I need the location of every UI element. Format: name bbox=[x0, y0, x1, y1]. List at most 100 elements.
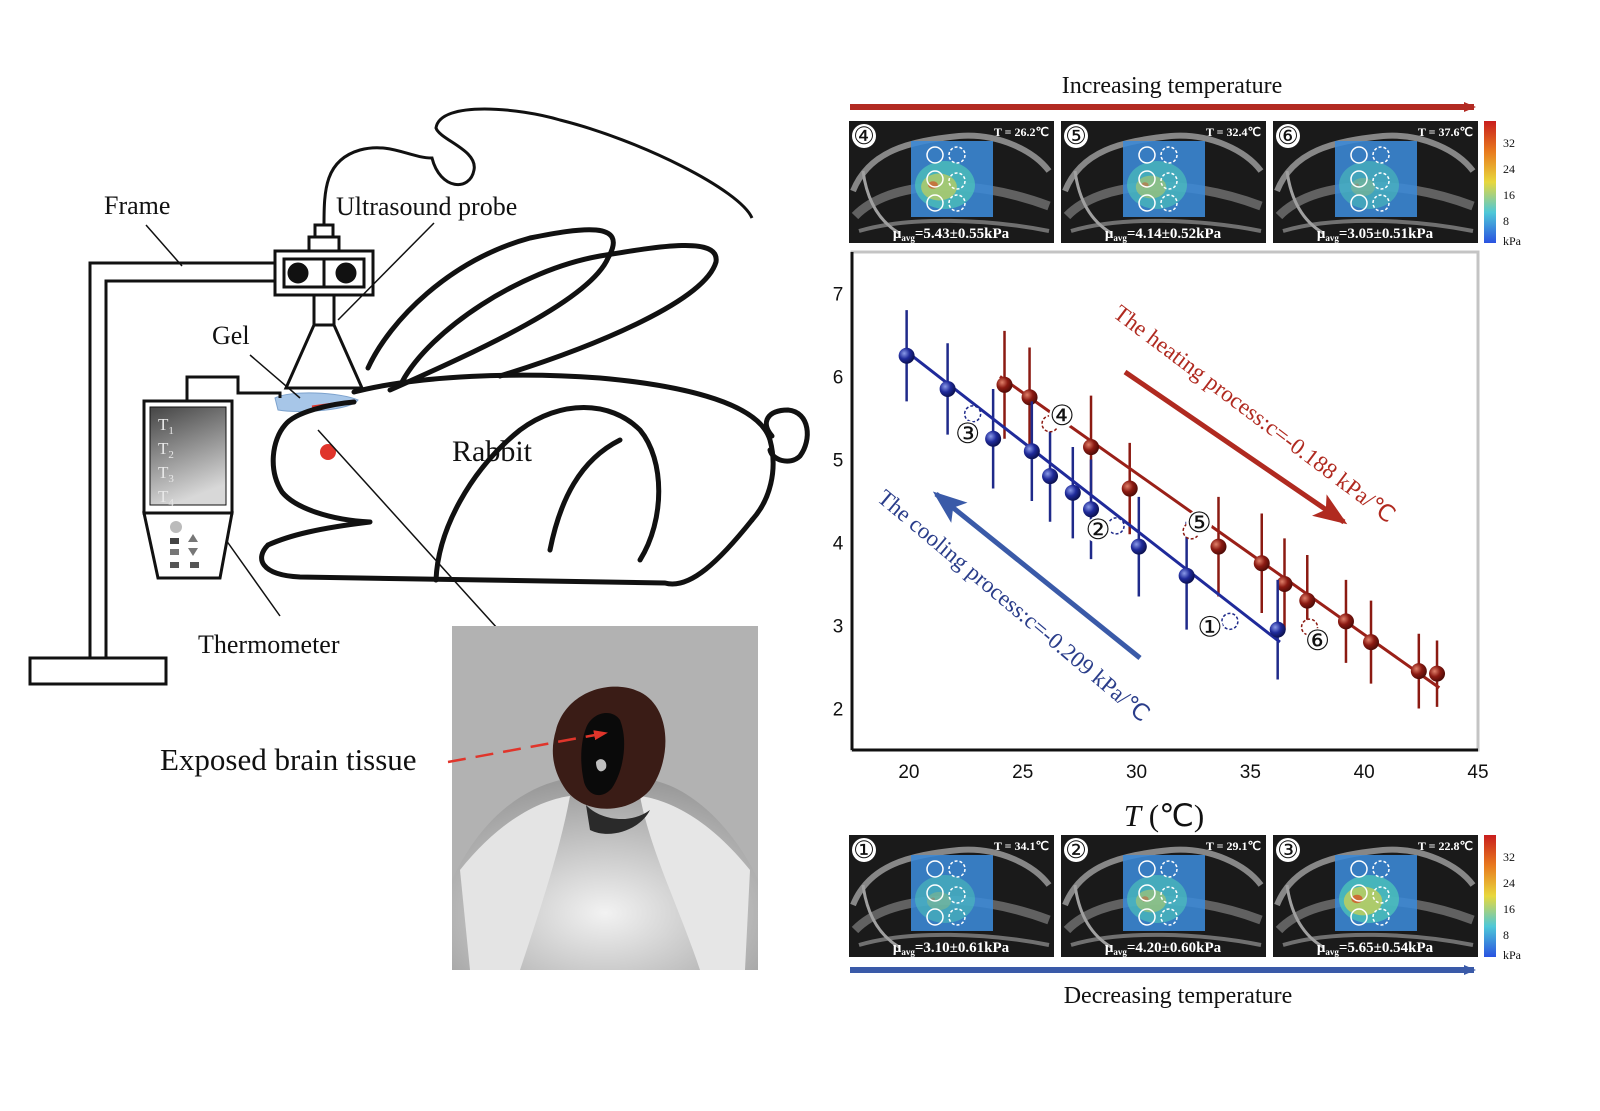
roi-circle bbox=[1350, 884, 1368, 902]
panel-marker: ① bbox=[853, 838, 875, 864]
increasing-temp-label: Increasing temperature bbox=[1062, 73, 1283, 99]
panel-mu-avg: μavg=5.43±0.55kPa bbox=[893, 226, 1010, 243]
state-marker-label: ② bbox=[1086, 515, 1111, 546]
elasto-blob bbox=[1135, 175, 1167, 199]
panel-marker-bg bbox=[1276, 124, 1300, 148]
panel-marker-bg bbox=[1064, 124, 1088, 148]
y-tick-label: 4 bbox=[833, 534, 844, 555]
roi-circle bbox=[926, 146, 944, 164]
data-point bbox=[1276, 576, 1293, 592]
data-point bbox=[1083, 439, 1100, 456]
y-tick-label: 6 bbox=[833, 368, 844, 389]
colorbar-tick-label: 8 bbox=[1503, 928, 1509, 942]
roi-circle bbox=[948, 908, 966, 926]
data-point bbox=[1210, 538, 1227, 555]
data-point bbox=[1021, 389, 1038, 406]
roi-circle bbox=[1350, 170, 1368, 188]
data-point bbox=[1121, 480, 1138, 497]
elasto-blob bbox=[1135, 889, 1167, 913]
top-colorbar: 32 24 16 8 kPa bbox=[1484, 121, 1522, 248]
elasto-blob bbox=[921, 173, 957, 201]
label-thermometer: Thermometer bbox=[198, 630, 340, 659]
y-tick-label: 5 bbox=[833, 451, 844, 472]
data-point bbox=[1299, 592, 1316, 609]
state-marker-bg bbox=[1196, 614, 1223, 641]
panel-mu-avg: μavg=3.10±0.61kPa bbox=[893, 940, 1010, 957]
data-point bbox=[1363, 634, 1380, 651]
roi-circle bbox=[948, 194, 966, 212]
chart-x-label: T (℃) bbox=[1124, 798, 1204, 833]
panel-temperature: T = 29.1℃ bbox=[1206, 839, 1261, 853]
series-heating bbox=[996, 330, 1446, 709]
roi-circle bbox=[1350, 146, 1368, 164]
colorbar-tick-label: 32 bbox=[1503, 136, 1515, 150]
roi-circle bbox=[1138, 908, 1156, 926]
panel-temperature: T = 32.4℃ bbox=[1206, 125, 1261, 139]
decreasing-temp-label: Decreasing temperature bbox=[1064, 983, 1293, 1009]
state-marker-point bbox=[1107, 517, 1125, 535]
fit-line-cooling bbox=[905, 350, 1281, 644]
roi-circle bbox=[1138, 170, 1156, 188]
state-marker-bg bbox=[1085, 516, 1112, 543]
roi-circle bbox=[1138, 884, 1156, 902]
data-point bbox=[1337, 613, 1354, 630]
roi-circle bbox=[1372, 860, 1390, 878]
rabbit-outline bbox=[259, 227, 810, 587]
data-point bbox=[898, 347, 915, 364]
colorbar-tick-label: 16 bbox=[1503, 188, 1515, 202]
state-marker-bg bbox=[1304, 628, 1331, 655]
y-tick-label: 7 bbox=[833, 285, 844, 306]
data-point bbox=[1410, 663, 1427, 680]
series-cooling bbox=[898, 310, 1286, 680]
roi-circle bbox=[1350, 860, 1368, 878]
svg-text:T3: T3 bbox=[158, 463, 174, 485]
roi-circle bbox=[948, 146, 966, 164]
roi-circle bbox=[926, 908, 944, 926]
roi-circle bbox=[926, 884, 944, 902]
cooling-arrow bbox=[932, 491, 1142, 660]
panel-mu-avg: μavg=5.65±0.54kPa bbox=[1317, 940, 1434, 957]
data-point bbox=[1429, 665, 1446, 682]
colorbar-tick-label: 24 bbox=[1503, 162, 1515, 176]
data-point bbox=[1130, 538, 1147, 555]
thermometer-device bbox=[142, 375, 282, 580]
colorbar-tick-label: 8 bbox=[1503, 214, 1509, 228]
state-marker-label: ⑥ bbox=[1305, 626, 1330, 657]
svg-text:T2: T2 bbox=[158, 439, 174, 461]
roi-circle bbox=[1372, 194, 1390, 212]
x-tick-label: 30 bbox=[1126, 762, 1147, 783]
state-marker-label: ⑤ bbox=[1187, 508, 1212, 539]
data-point bbox=[1023, 443, 1040, 460]
roi-circle bbox=[926, 194, 944, 212]
colorbar-tick-label: 24 bbox=[1503, 876, 1515, 890]
brain-photo bbox=[452, 626, 758, 970]
panel-marker-bg bbox=[1276, 838, 1300, 862]
state-marker-label: ④ bbox=[1049, 401, 1074, 432]
bottom-panel-1: ① T = 34.1℃ μavg=3.10±0.61kPa bbox=[849, 835, 1054, 957]
panel-marker-bg bbox=[852, 838, 876, 862]
panel-marker: ⑤ bbox=[1065, 124, 1087, 150]
label-gel: Gel bbox=[212, 321, 250, 350]
x-tick-label: 25 bbox=[1012, 762, 1033, 783]
panel-temperature: T = 34.1℃ bbox=[994, 839, 1049, 853]
roi-circle bbox=[1350, 908, 1368, 926]
roi-circle bbox=[926, 860, 944, 878]
panel-temperature: T = 26.2℃ bbox=[994, 125, 1049, 139]
heating-arrow bbox=[1123, 369, 1348, 525]
panel-temperature: T = 37.6℃ bbox=[1418, 125, 1473, 139]
colorbar-tick-label: 32 bbox=[1503, 850, 1515, 864]
state-marker-bg bbox=[1186, 509, 1213, 536]
state-marker-label: ③ bbox=[955, 419, 980, 450]
panel-marker: ⑥ bbox=[1277, 124, 1299, 150]
x-tick-label: 20 bbox=[898, 762, 919, 783]
y-tick-label: 3 bbox=[833, 617, 844, 638]
colorbar-unit: kPa bbox=[1503, 234, 1522, 248]
roi-circle bbox=[1160, 172, 1178, 190]
svg-text:T4: T4 bbox=[158, 487, 174, 509]
svg-text:T1: T1 bbox=[158, 415, 174, 437]
